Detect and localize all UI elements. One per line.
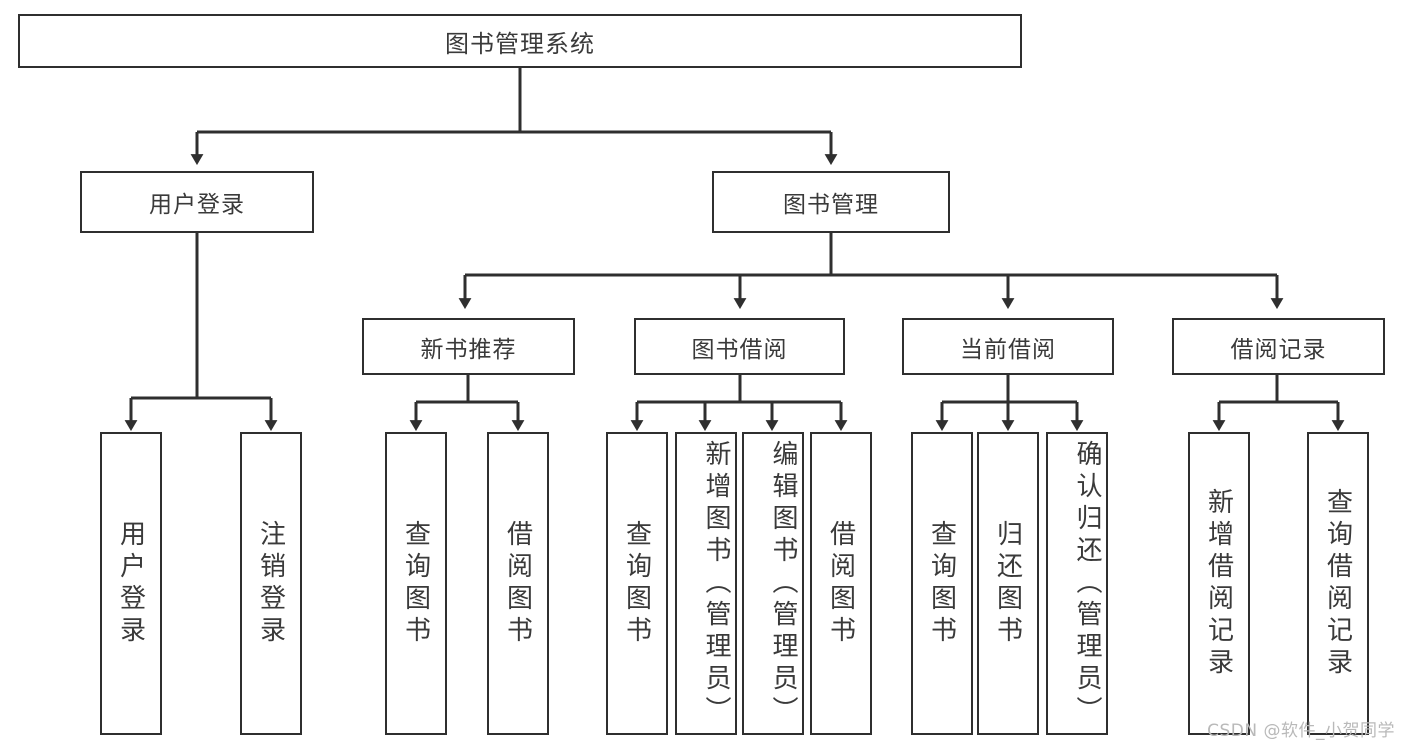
leaf-new-book-borrow[interactable]: 借阅图书 (487, 432, 549, 735)
leaf-user-login-signout[interactable]: 注销登录 (240, 432, 302, 735)
node-user-login[interactable]: 用户登录 (80, 171, 314, 233)
node-book-management[interactable]: 图书管理 (712, 171, 950, 233)
leaf-borrow-record-query[interactable]: 查询借阅记录 (1307, 432, 1369, 735)
node-book-borrow[interactable]: 图书借阅 (634, 318, 845, 375)
leaf-borrow-record-add[interactable]: 新增借阅记录 (1188, 432, 1250, 735)
leaf-book-borrow-borrow[interactable]: 借阅图书 (810, 432, 872, 735)
leaf-current-borrow-query[interactable]: 查询图书 (911, 432, 973, 735)
node-root-system[interactable]: 图书管理系统 (18, 14, 1022, 68)
leaf-book-borrow-edit[interactable]: 编辑图书（管理员） (742, 432, 804, 735)
leaf-user-login-signin[interactable]: 用户登录 (100, 432, 162, 735)
node-new-book-recommend[interactable]: 新书推荐 (362, 318, 575, 375)
leaf-new-book-query[interactable]: 查询图书 (385, 432, 447, 735)
node-borrow-record[interactable]: 借阅记录 (1172, 318, 1385, 375)
leaf-book-borrow-add[interactable]: 新增图书（管理员） (675, 432, 737, 735)
leaf-book-borrow-query[interactable]: 查询图书 (606, 432, 668, 735)
node-current-borrow[interactable]: 当前借阅 (902, 318, 1114, 375)
leaf-current-borrow-return[interactable]: 归还图书 (977, 432, 1039, 735)
leaf-current-borrow-confirm-return[interactable]: 确认归还（管理员） (1046, 432, 1108, 735)
watermark-credit: CSDN @软件_小贺同学 (1207, 721, 1395, 741)
